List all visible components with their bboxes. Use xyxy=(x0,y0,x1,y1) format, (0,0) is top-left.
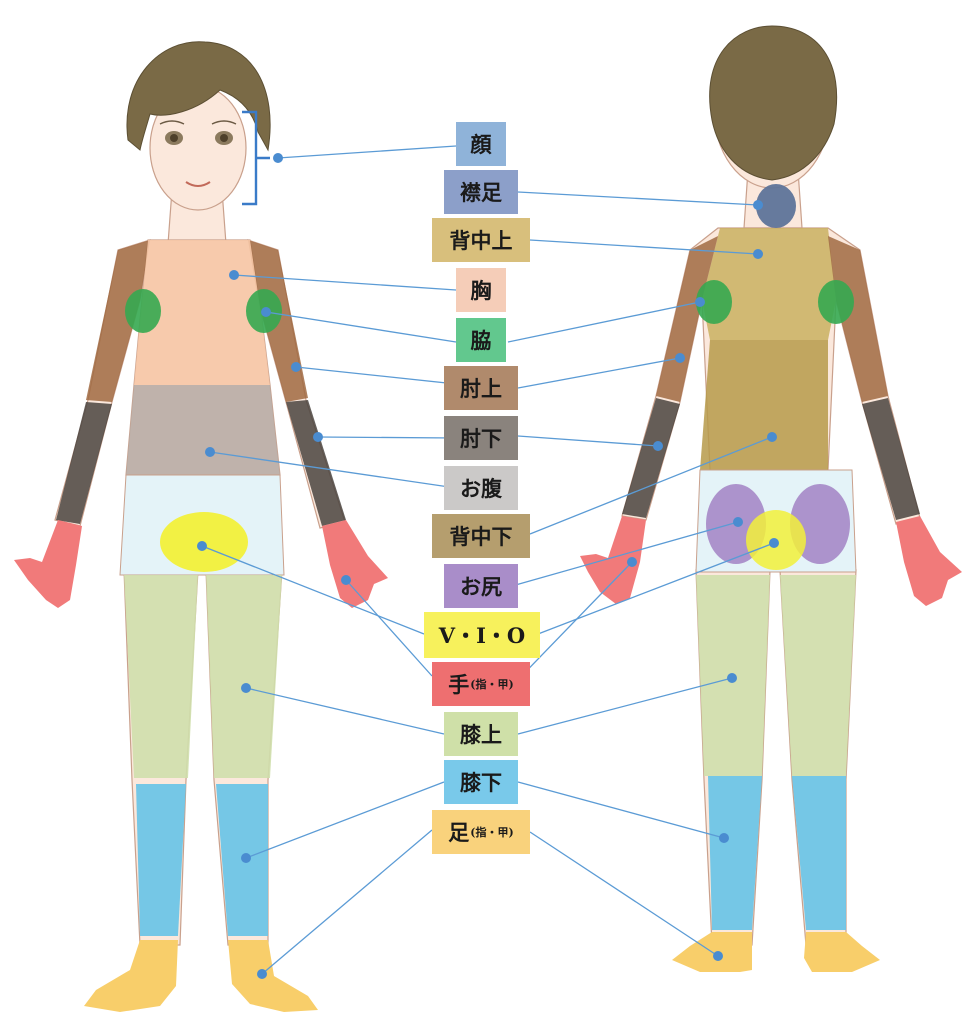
front-lower-arm-right xyxy=(286,400,346,526)
label-buttocks-text: お尻 xyxy=(460,574,502,599)
front-lower-arm-left xyxy=(56,402,112,524)
label-face-text: 顔 xyxy=(470,132,492,157)
face-bracket xyxy=(242,110,270,206)
back-lower-leg-left xyxy=(708,776,762,930)
front-armpit-left xyxy=(125,289,161,333)
front-hair xyxy=(126,41,271,152)
label-lower-arm: 肘下 xyxy=(444,416,518,460)
back-lower-arm-right xyxy=(862,398,920,520)
back-lower-arm-left xyxy=(622,398,680,518)
label-hand: 手(指・甲) xyxy=(432,662,530,706)
back-lower-leg-right xyxy=(792,776,846,930)
back-hair xyxy=(709,25,838,181)
back-upper-arm-left xyxy=(656,236,718,402)
label-upper-leg-text: 膝上 xyxy=(460,722,502,747)
label-foot-text: 足 xyxy=(448,820,470,845)
back-hand-right xyxy=(896,516,962,606)
back-figure xyxy=(580,25,962,972)
back-lower-back-zone xyxy=(700,340,828,470)
front-foot-right xyxy=(228,940,318,1012)
label-upper-back-text: 背中上 xyxy=(449,228,513,253)
label-buttocks: お尻 xyxy=(444,564,518,608)
back-upper-back-zone xyxy=(702,228,836,340)
back-upper-arm-right xyxy=(828,236,888,402)
front-hand-right xyxy=(322,520,388,608)
label-chest-text: 胸 xyxy=(470,278,492,303)
front-hand-left xyxy=(14,520,82,608)
front-upper-leg-right xyxy=(206,575,282,778)
label-belly: お腹 xyxy=(444,466,518,510)
label-lower-back-text: 背中下 xyxy=(449,524,513,549)
label-armpit-text: 脇 xyxy=(470,328,492,353)
label-upper-leg: 膝上 xyxy=(444,712,518,756)
back-nape-zone xyxy=(756,184,796,228)
label-nape-text: 襟足 xyxy=(460,180,502,205)
label-upper-back: 背中上 xyxy=(432,218,530,262)
label-foot-subtext: (指・甲) xyxy=(470,826,514,839)
label-vio-text: V・I・O xyxy=(438,623,526,648)
label-lower-back: 背中下 xyxy=(432,514,530,558)
label-hand-subtext: (指・甲) xyxy=(470,678,514,691)
back-armpit-right xyxy=(818,280,854,324)
front-lower-leg-left xyxy=(136,784,186,936)
marker-dots xyxy=(197,153,779,979)
front-upper-arm-left xyxy=(86,240,150,402)
back-foot-right xyxy=(804,932,880,972)
label-vio: V・I・O xyxy=(424,612,540,658)
label-lower-arm-text: 肘下 xyxy=(460,426,502,451)
front-figure xyxy=(14,41,388,1012)
label-chest: 胸 xyxy=(456,268,506,312)
label-belly-text: お腹 xyxy=(460,476,502,501)
label-face: 顔 xyxy=(456,122,506,166)
label-hand-text: 手 xyxy=(448,672,470,697)
label-armpit: 脇 xyxy=(456,318,506,362)
label-lower-leg-text: 膝下 xyxy=(460,770,502,795)
label-nape: 襟足 xyxy=(444,170,518,214)
label-upper-arm-text: 肘上 xyxy=(460,376,502,401)
back-armpit-left xyxy=(696,280,732,324)
front-upper-leg-left xyxy=(124,575,198,778)
label-upper-arm: 肘上 xyxy=(444,366,518,410)
label-foot: 足(指・甲) xyxy=(432,810,530,854)
back-hand-left xyxy=(580,516,646,604)
front-foot-left xyxy=(84,940,178,1012)
front-belly-zone xyxy=(126,385,280,475)
label-lower-leg: 膝下 xyxy=(444,760,518,804)
back-upper-leg-right xyxy=(780,575,856,776)
